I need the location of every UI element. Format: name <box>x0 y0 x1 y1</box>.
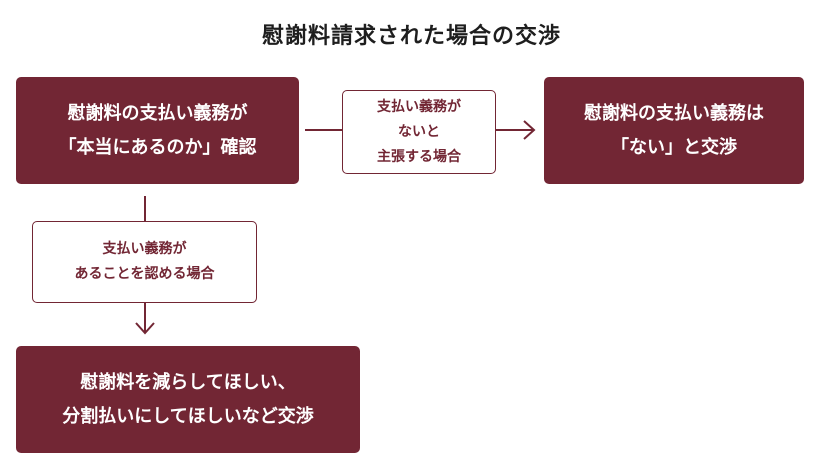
node-right-line-2: 「ない」と交渉 <box>611 136 737 158</box>
edge-right-line-2: ないと <box>398 123 440 140</box>
edge-right-line-3: 主張する場合 <box>377 148 461 165</box>
node-bottom-line-1: 慰謝料を減らしてほしい、 <box>80 371 296 393</box>
node-main-check: 慰謝料の支払い義務が 「本当にあるのか」確認 <box>16 77 299 184</box>
node-main-line-1: 慰謝料の支払い義務が <box>67 102 248 124</box>
edge-right-line-1: 支払い義務が <box>377 98 461 115</box>
edge-label-no-obligation: 支払い義務が ないと 主張する場合 <box>342 90 496 174</box>
edge-label-admit-obligation: 支払い義務が あることを認める場合 <box>32 221 257 303</box>
page-title: 慰謝料請求された場合の交渉 <box>261 24 561 49</box>
node-right-line-1: 慰謝料の支払い義務は <box>584 102 764 124</box>
edge-down-line-2: あることを認める場合 <box>74 266 215 282</box>
edge-down-line-1: 支払い義務が <box>102 241 187 257</box>
node-negotiate-reduce: 慰謝料を減らしてほしい、 分割払いにしてほしいなど交渉 <box>16 346 360 453</box>
arrowhead-right <box>523 120 536 140</box>
node-main-line-2: 「本当にあるのか」確認 <box>58 136 257 158</box>
arrowhead-down <box>135 322 155 335</box>
node-bottom-line-2: 分割払いにしてほしいなど交渉 <box>62 405 314 427</box>
node-negotiate-none: 慰謝料の支払い義務は 「ない」と交渉 <box>544 77 804 184</box>
